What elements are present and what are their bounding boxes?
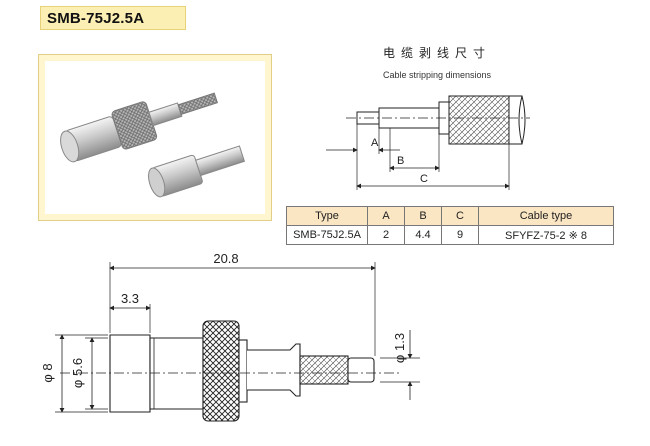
- cell-c: 9: [441, 225, 479, 245]
- dim-pin-diameter: φ 1.3: [392, 333, 407, 363]
- spec-table: Type A B C Cable type SMB-75J2.5A 2 4.4 …: [286, 206, 614, 245]
- cell-a: 2: [367, 225, 405, 245]
- product-photo-frame: [38, 54, 272, 221]
- stripping-heading-en: Cable stripping dimensions: [382, 70, 492, 80]
- dim-label-b: B: [397, 155, 404, 167]
- header-cable-type: Cable type: [478, 206, 614, 226]
- title-badge: SMB-75J2.5A: [40, 6, 186, 30]
- header-c: C: [441, 206, 479, 226]
- dim-head-length: 3.3: [121, 291, 139, 306]
- header-a: A: [367, 206, 405, 226]
- header-b: B: [404, 206, 442, 226]
- cell-b: 4.4: [404, 225, 442, 245]
- product-photo: [45, 61, 265, 214]
- stripping-heading-cn: 电缆剥线尺寸: [382, 46, 491, 60]
- connector-drawing: [55, 262, 420, 422]
- dim-outer-diameter: φ 8: [40, 363, 55, 382]
- stripping-drawing: [326, 95, 530, 190]
- dim-inner-diameter: φ 5.6: [70, 358, 85, 388]
- connector-photo-illustration: [60, 92, 246, 198]
- dim-label-c: C: [420, 173, 428, 185]
- dim-label-a: A: [371, 137, 379, 149]
- cell-cable-type: SFYFZ-75-2 ※ 8: [478, 225, 614, 245]
- product-title: SMB-75J2.5A: [47, 10, 145, 27]
- cell-type: SMB-75J2.5A: [286, 225, 368, 245]
- dim-overall-length: 20.8: [213, 251, 238, 266]
- spec-table-header-row: Type A B C Cable type: [286, 206, 614, 226]
- spec-table-row: SMB-75J2.5A 2 4.4 9 SFYFZ-75-2 ※ 8: [286, 225, 614, 245]
- header-type: Type: [286, 206, 368, 226]
